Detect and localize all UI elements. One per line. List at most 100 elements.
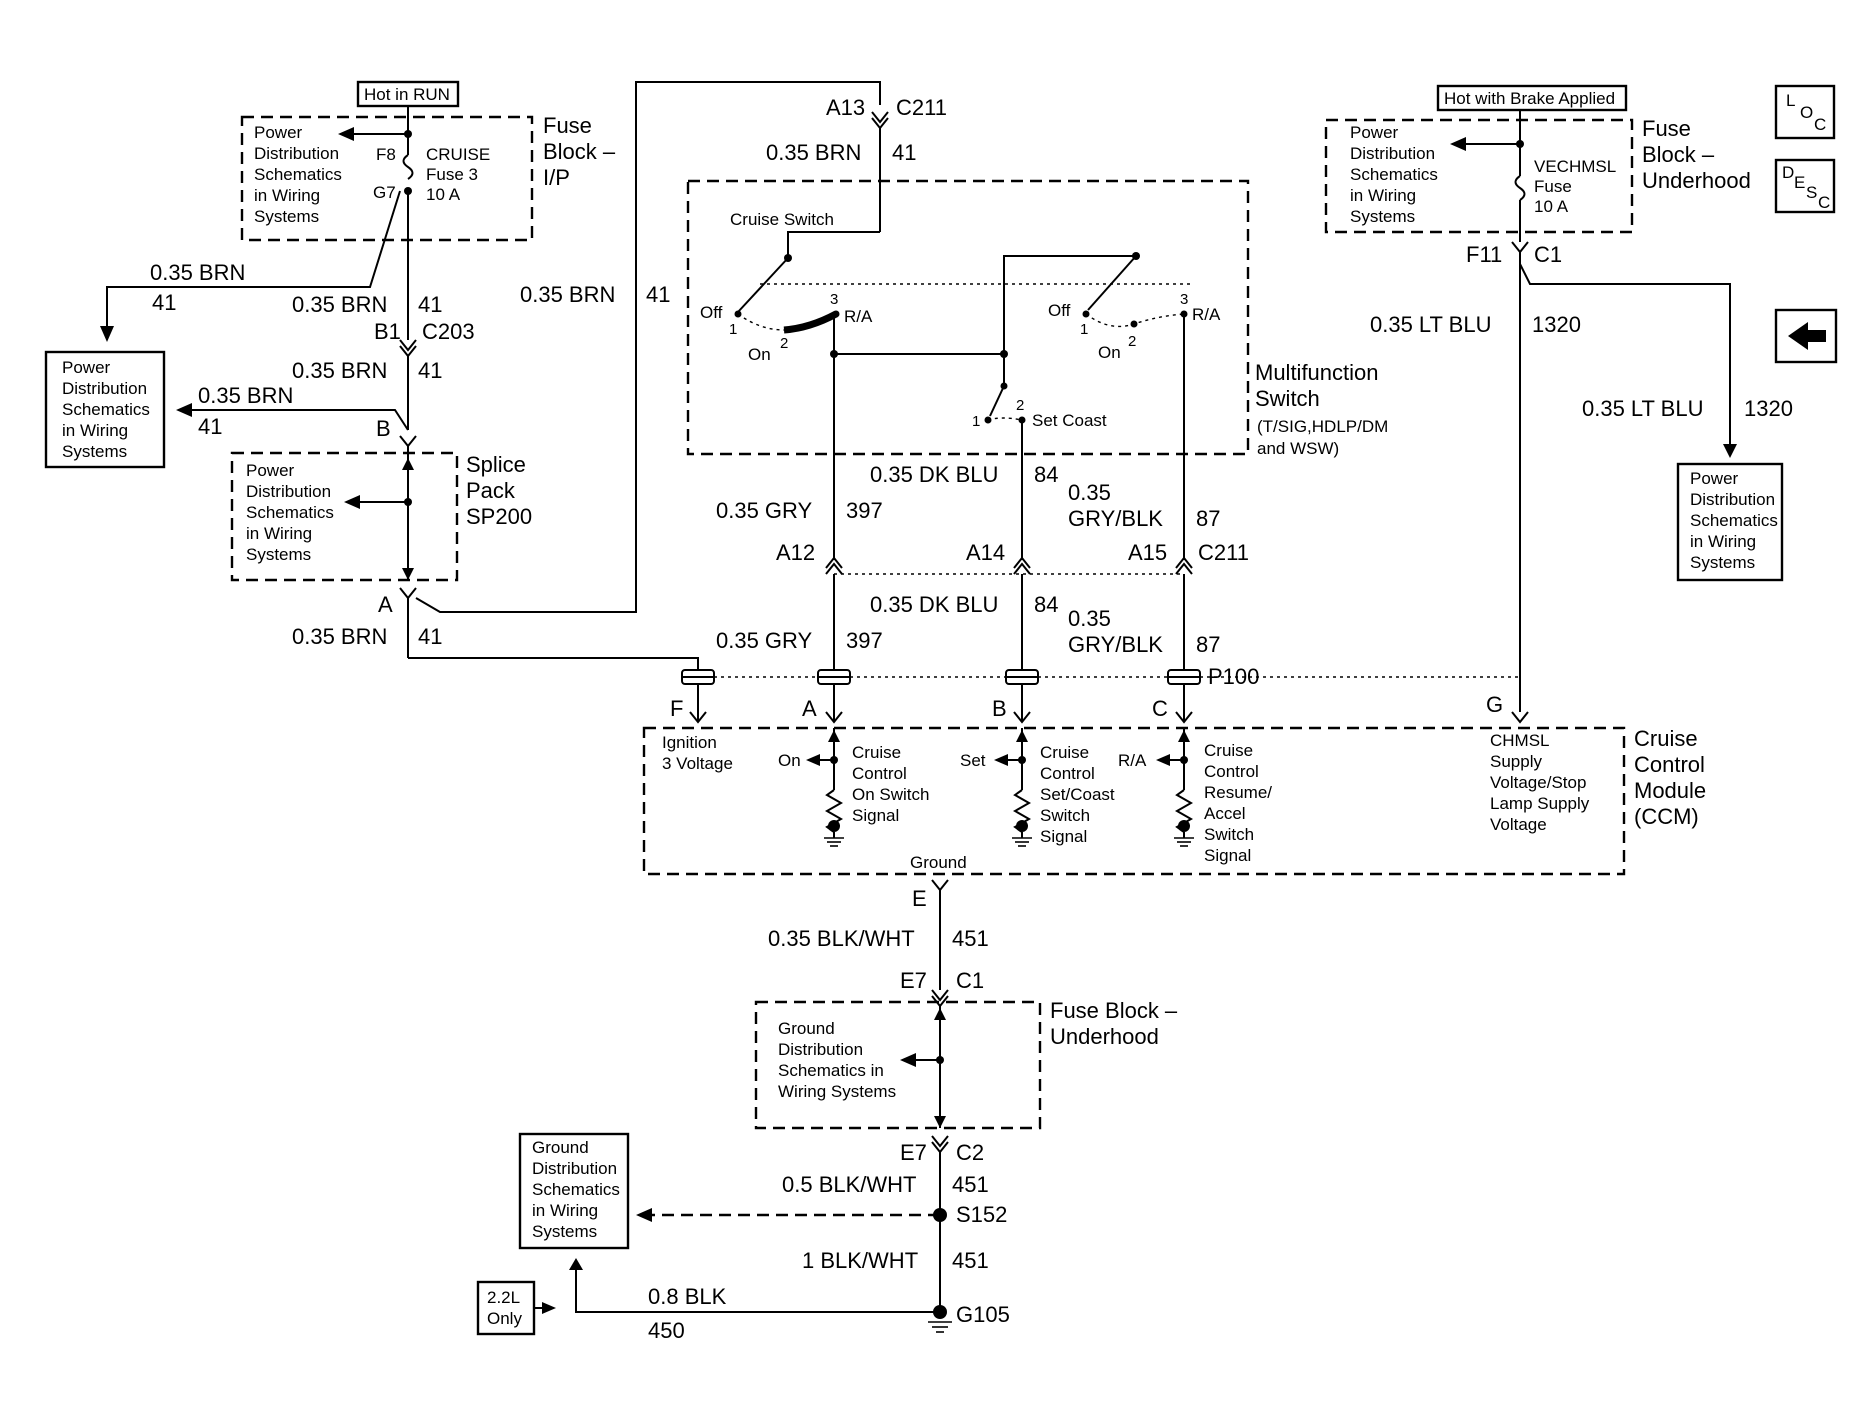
gds-ref-line: Schematics in xyxy=(778,1061,884,1080)
circuit-number: 1320 xyxy=(1532,312,1581,337)
fuse-name: CRUISE xyxy=(426,145,490,164)
pds-ref-line: Distribution xyxy=(1350,144,1435,163)
ccm-signal-label: Control xyxy=(1040,764,1095,783)
switch-position-ra: R/A xyxy=(1192,305,1221,324)
splice-pack-name: SP200 xyxy=(466,504,532,529)
ccm-signal-label: On Switch xyxy=(852,785,929,804)
switch-pin: 1 xyxy=(972,413,980,430)
desc-button[interactable]: D E S C xyxy=(1774,158,1836,214)
arrow-left-icon xyxy=(806,754,820,766)
circuit-number: 41 xyxy=(152,290,176,315)
block-name-line: I/P xyxy=(543,165,570,190)
ccm-signal-label: Control xyxy=(852,764,907,783)
ccm-ra-label: R/A xyxy=(1118,751,1147,770)
switch-pin: 2 xyxy=(1016,397,1024,414)
fuse-block-underhood: Hot with Brake Applied Power Distributio… xyxy=(1324,84,1793,712)
gds-ref-line: Wiring Systems xyxy=(778,1082,896,1101)
ground-symbol-icon xyxy=(828,820,840,832)
arrow-up-icon xyxy=(828,730,840,742)
fuse-rating: 10 A xyxy=(1534,197,1569,216)
ccm-name: Cruise xyxy=(1634,726,1698,751)
wire-color-label: GRY/BLK xyxy=(1068,632,1163,657)
block-name-line: Block – xyxy=(543,139,616,164)
arrow-left-icon xyxy=(994,754,1008,766)
connector-pin: E xyxy=(912,886,927,911)
only-box-line: Only xyxy=(487,1309,522,1328)
ccm-chmsl-label: Voltage/Stop xyxy=(1490,773,1586,792)
gds-box xyxy=(518,1132,630,1250)
only-box-line: 2.2L xyxy=(487,1288,520,1307)
arrow-up-icon xyxy=(934,1008,946,1020)
pin-f8: F8 xyxy=(376,145,396,164)
pds-box-left xyxy=(44,350,166,469)
back-button[interactable] xyxy=(1774,308,1838,364)
pds-box-line: Distribution xyxy=(1690,490,1775,509)
switch-pin: 1 xyxy=(729,321,737,338)
splice-id: S152 xyxy=(956,1202,1007,1227)
pds-box-line: Systems xyxy=(1690,553,1755,572)
fuse-block-name: Underhood xyxy=(1050,1024,1159,1049)
switch-pin: 2 xyxy=(1128,333,1136,350)
splice-pack-name: Splice xyxy=(466,452,526,477)
fuse-type: Fuse xyxy=(1534,177,1572,196)
hot-in-run-label: Hot in RUN xyxy=(364,85,450,104)
pds-box-line: in Wiring xyxy=(1690,532,1756,551)
ccm-signal-label: Set/Coast xyxy=(1040,785,1115,804)
loc-button[interactable]: L O C xyxy=(1774,84,1836,140)
circuit-number: 84 xyxy=(1034,462,1058,487)
pds-ref-line: Systems xyxy=(254,207,319,226)
block-name-line: Fuse xyxy=(1642,116,1691,141)
ground-symbol-icon xyxy=(1178,820,1190,832)
arrow-left-icon xyxy=(344,495,360,509)
connector-id: P100 xyxy=(1208,664,1259,689)
multifunction-switch: Cruise Switch Off 1 On 2 3 R/A Off 1 On … xyxy=(686,179,1388,560)
wire-color-label: 0.35 BRN xyxy=(766,140,861,165)
ccm-signal-label: Cruise xyxy=(852,743,901,762)
connector-pin: A12 xyxy=(776,540,815,565)
pds-ref-line: Systems xyxy=(1350,207,1415,226)
pds-ref-line: Power xyxy=(254,123,303,142)
connector-id: C203 xyxy=(422,319,475,344)
fuse-block-underhood-outline xyxy=(1324,118,1634,234)
fuse-icon xyxy=(402,154,414,180)
arrow-down-icon xyxy=(100,326,114,342)
connector-pin: F11 xyxy=(1466,242,1502,267)
connector-pin: A14 xyxy=(966,540,1005,565)
fuse-rating: 10 A xyxy=(426,185,461,204)
switch-pin: 1 xyxy=(1080,321,1088,338)
connector-pin: G xyxy=(1486,692,1503,717)
switch-position-ra: R/A xyxy=(844,307,873,326)
ccm-name: Module xyxy=(1634,778,1706,803)
only-box xyxy=(476,1280,536,1336)
wire-color-label: 0.35 LT BLU xyxy=(1370,312,1491,337)
block-name-line: Block – xyxy=(1642,142,1715,167)
connector-pin: A xyxy=(378,592,393,617)
pds-ref-line: in Wiring xyxy=(254,186,320,205)
block-name-line: Underhood xyxy=(1642,168,1751,193)
arrow-up-icon xyxy=(569,1258,583,1270)
fuse-name: VECHMSL xyxy=(1534,157,1616,176)
desc-icon[interactable] xyxy=(1774,158,1836,214)
wire-color-label: 0.35 BRN xyxy=(198,383,293,408)
pds-ref-line: Distribution xyxy=(246,482,331,501)
desc-icon-letter: S xyxy=(1806,183,1817,202)
connector-id: C211 xyxy=(1198,540,1249,565)
cruise-switch-label: Cruise Switch xyxy=(730,210,834,229)
connector-pin: E7 xyxy=(900,968,927,993)
mid-wires: 0.35 DK BLU 84 0.35 GRY 397 0.35 GRY/BLK… xyxy=(670,462,1529,724)
pds-box-line: Power xyxy=(1690,469,1739,488)
gds-box-line: Ground xyxy=(532,1138,589,1157)
gds-ref-line: Ground xyxy=(778,1019,835,1038)
ground-path: 0.35 BLK/WHT 451 E7 C1 Ground Distributi… xyxy=(476,890,1178,1343)
pds-ref-line: Power xyxy=(1350,123,1399,142)
set-coast-label: Set Coast xyxy=(1032,411,1107,430)
loc-icon[interactable] xyxy=(1774,84,1836,140)
multifunction-switch-subtitle: and WSW) xyxy=(1257,439,1339,458)
wire-color-label: 0.35 DK BLU xyxy=(870,592,998,617)
wire-color-label: 1 BLK/WHT xyxy=(802,1248,918,1273)
pds-ref-line: in Wiring xyxy=(246,524,312,543)
hot-brake-label: Hot with Brake Applied xyxy=(1444,89,1615,108)
pds-box-line: in Wiring xyxy=(62,421,128,440)
pds-ref-line: Schematics xyxy=(246,503,334,522)
